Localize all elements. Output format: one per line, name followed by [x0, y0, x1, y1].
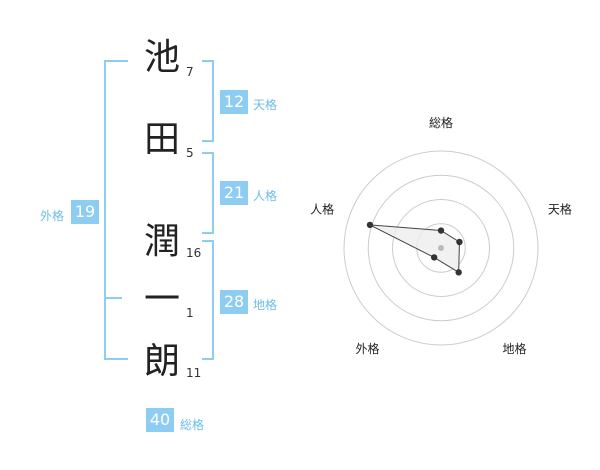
jinkaku-label: 人格: [253, 189, 278, 203]
radar-point-1: [437, 227, 445, 234]
tenkaku-label: 天格: [253, 98, 278, 112]
name-char-5: 朗: [143, 341, 180, 382]
tenkaku-bracket: [202, 60, 214, 142]
radar-ring-3: [367, 174, 515, 322]
stroke-count-1: 7: [186, 65, 194, 79]
radar-point-4: [430, 254, 438, 261]
radar-ring-4: [343, 150, 539, 346]
gaikaku-divider: [104, 297, 122, 299]
jinkaku-bracket: [202, 152, 214, 234]
radar-label-2: 天格: [548, 201, 572, 216]
stroke-count-4: 1: [186, 306, 194, 320]
chikaku-bracket: [202, 240, 214, 360]
stroke-count-2: 5: [186, 146, 194, 160]
jinkaku-value: 21: [220, 181, 248, 205]
chikaku-value: 28: [220, 290, 248, 314]
radar-point-5: [366, 221, 374, 229]
radar-area: [369, 224, 460, 274]
gaikaku-label: 外格: [40, 209, 65, 223]
radar-label-4: 外格: [356, 341, 380, 356]
soukaku-value: 40: [146, 408, 174, 432]
soukaku-label: 総格: [180, 418, 205, 432]
name-char-4: 一: [143, 279, 180, 320]
radar-label-5: 人格: [310, 201, 334, 216]
radar-center: [438, 245, 444, 251]
chikaku-label: 地格: [253, 298, 278, 312]
stroke-count-3: 16: [186, 246, 202, 260]
gaikaku-bracket: [104, 60, 128, 360]
radar-point-3: [455, 269, 462, 276]
radar-label-3: 地格: [502, 341, 526, 356]
radar-point-2: [456, 238, 463, 246]
name-char-2: 田: [143, 119, 180, 160]
radar-ring-2: [392, 199, 490, 297]
stroke-count-5: 11: [186, 366, 202, 380]
tenkaku-value: 12: [220, 90, 248, 114]
name-char-1: 池: [143, 37, 180, 78]
name-char-3: 潤: [143, 221, 180, 262]
gaikaku-value: 19: [71, 200, 99, 224]
radar-label-1: 総格: [429, 115, 453, 130]
